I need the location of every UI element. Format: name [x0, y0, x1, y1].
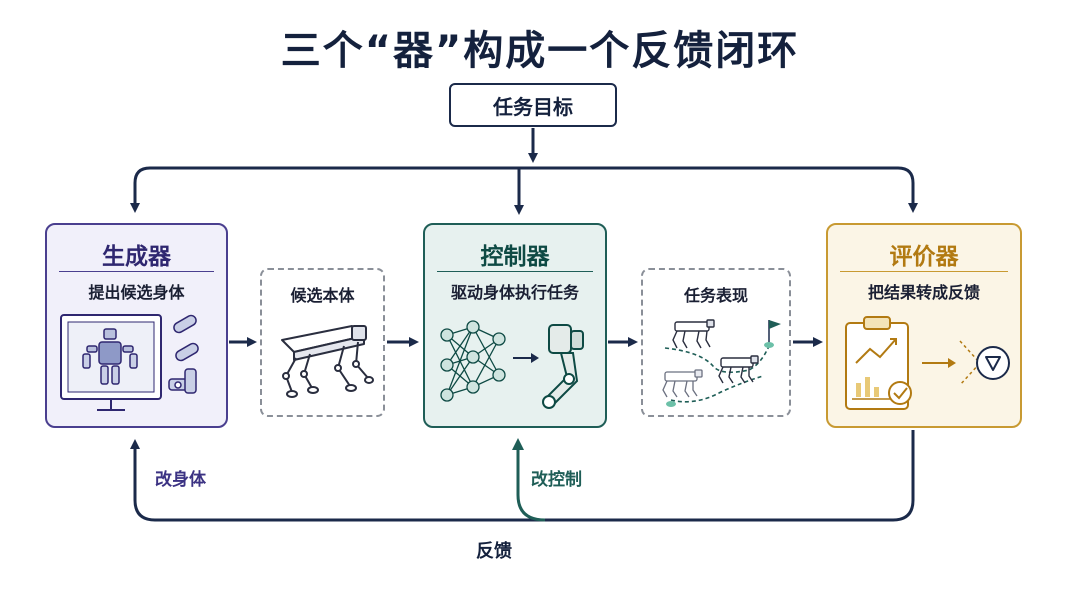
generator-box: 生成器 提出候选身体	[45, 223, 228, 428]
evaluator-title: 评价器	[889, 244, 959, 270]
quadruped-snapshot-icon	[718, 355, 759, 384]
neural-controller-icon	[440, 320, 584, 409]
generator-title: 生成器	[102, 244, 171, 270]
evaluator-divider	[840, 271, 1008, 272]
flag-icon	[764, 320, 781, 348]
evaluation-report-icon	[845, 316, 1010, 410]
feedback-label: 反馈	[476, 541, 512, 562]
page-title: 三个“器”构成一个反馈闭环	[280, 28, 800, 74]
design-workstation-icon	[60, 314, 199, 411]
controller-box: 控制器 驱动身体执行任务	[423, 223, 607, 428]
performance-title: 任务表现	[683, 286, 748, 305]
candidate-title: 候选本体	[290, 286, 355, 305]
parts-icon	[168, 314, 199, 394]
evaluator-box: 评价器 把结果转成反馈	[826, 223, 1022, 428]
task-performance-box: 任务表现	[641, 268, 791, 417]
locomotion-trajectory-icon	[662, 319, 781, 407]
robot-arm-icon	[542, 324, 584, 409]
candidate-body-box: 候选本体	[260, 268, 385, 417]
clipboard-chart-icon	[845, 316, 912, 410]
goal-to-evaluator-arrow	[533, 166, 918, 213]
goal-to-generator-arrow	[130, 166, 533, 213]
feedback-loop-line	[130, 430, 915, 522]
humanoid-robot-icon	[82, 328, 138, 385]
quadruped-snapshot-icon	[662, 369, 703, 398]
generator-subtitle: 提出候选身体	[88, 283, 185, 302]
controller-divider	[437, 271, 593, 272]
evaluator-subtitle: 把结果转成反馈	[867, 283, 980, 302]
gradient-symbol-icon	[976, 346, 1010, 380]
task-goal-box: 任务目标	[449, 83, 617, 127]
neural-network-icon	[440, 320, 506, 402]
controller-subtitle: 驱动身体执行任务	[450, 283, 579, 302]
modify-control-arrow	[512, 438, 546, 522]
quadruped-robot-icon	[281, 325, 374, 398]
generator-divider	[59, 271, 214, 272]
modify-control-label: 改控制	[531, 470, 582, 490]
quadruped-snapshot-icon	[672, 319, 715, 349]
modify-body-label: 改身体	[155, 470, 206, 490]
controller-title: 控制器	[480, 244, 550, 270]
task-goal-label: 任务目标	[493, 94, 573, 119]
